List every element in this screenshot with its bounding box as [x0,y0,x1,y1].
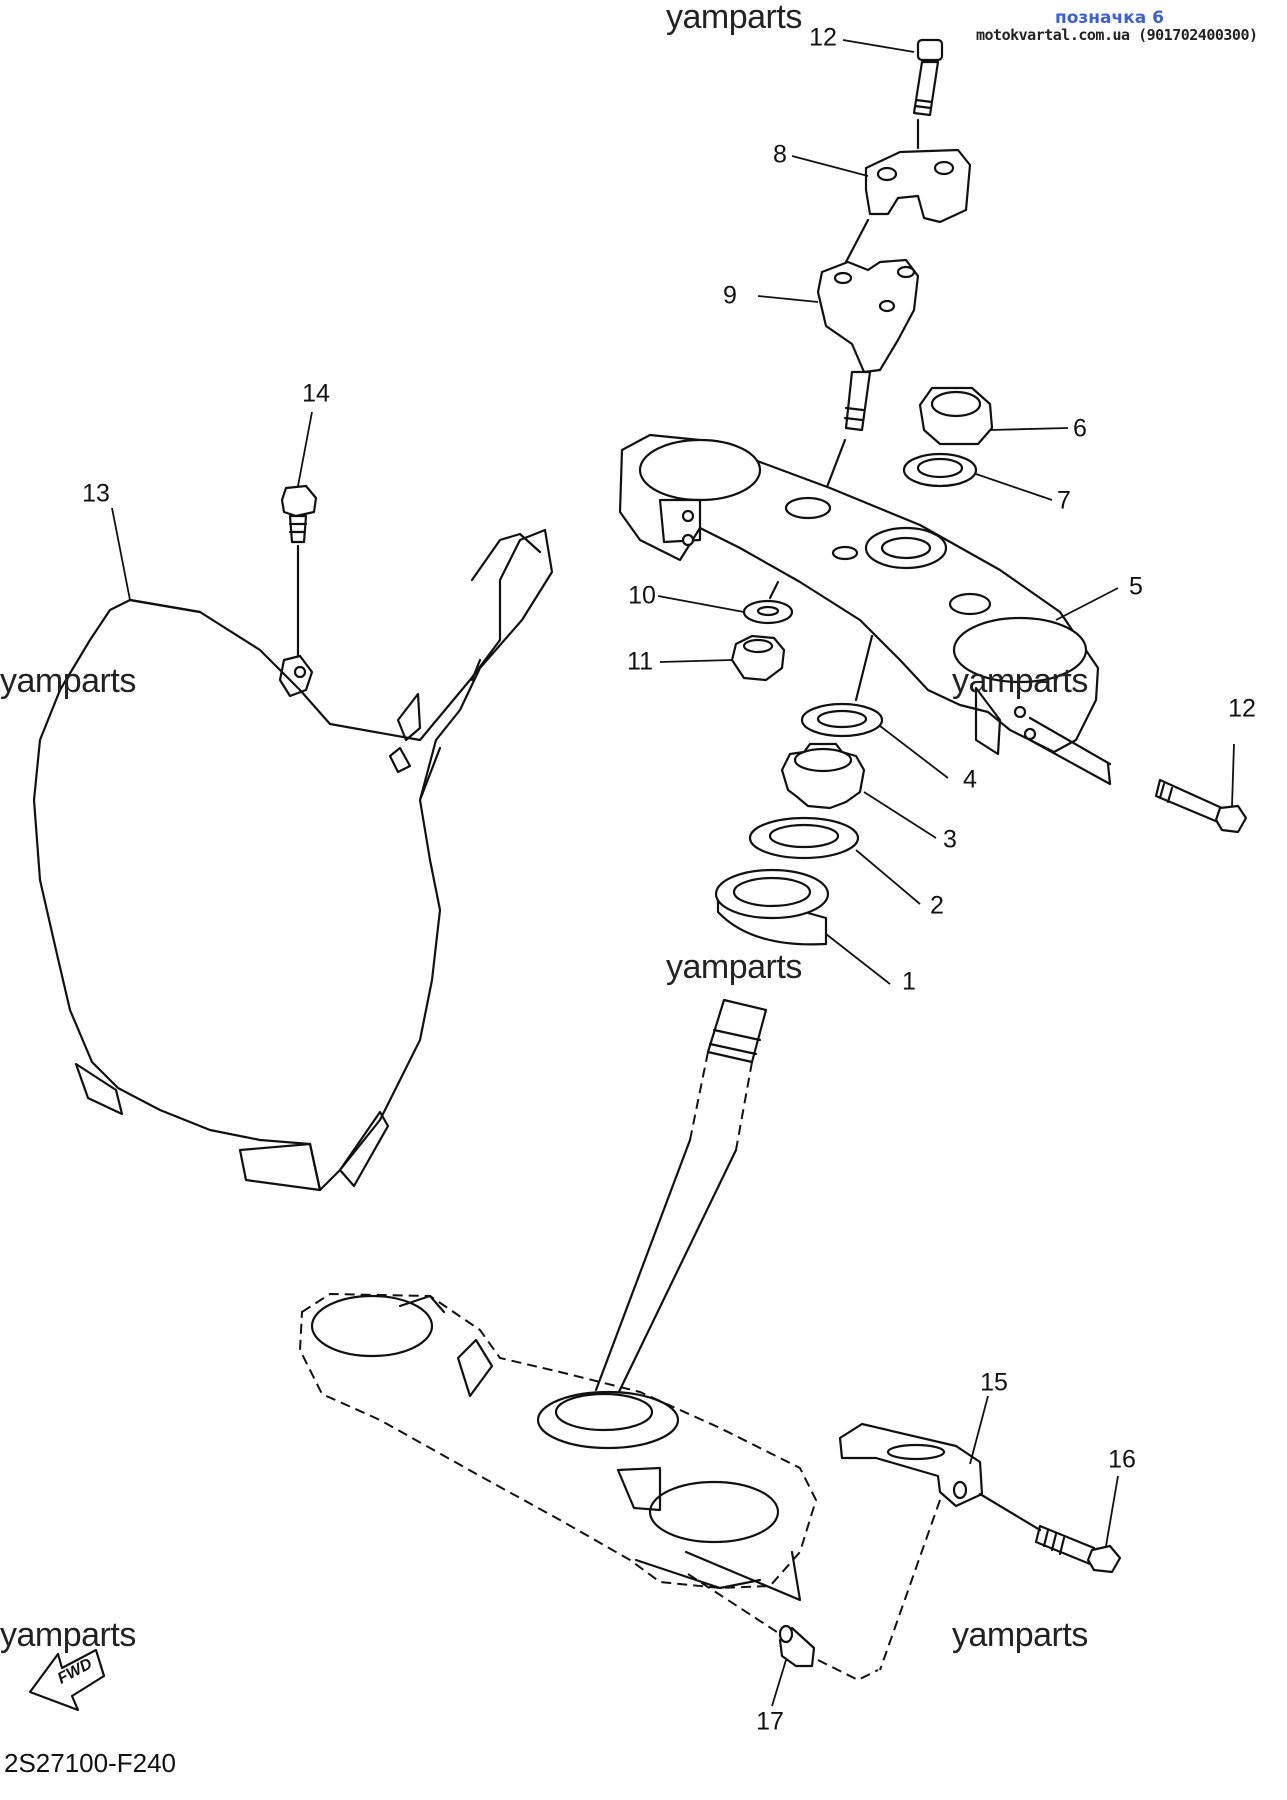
watermark: yamparts [666,0,802,36]
bolt-16 [1034,1524,1122,1574]
callout-4: 4 [963,765,977,794]
callout-11: 11 [627,647,653,676]
header-title: позначка 6 [1055,8,1164,28]
lower-handlebar-holder-9 [816,258,920,432]
washer-2 [748,816,860,860]
upper-handlebar-holder-8 [864,148,972,224]
watermark: yamparts [0,662,136,700]
washer-7 [902,452,978,488]
callout-5: 5 [1129,572,1143,601]
callout-9: 9 [723,281,737,310]
watermark: yamparts [666,948,802,986]
callout-13: 13 [82,479,110,508]
callout-8: 8 [773,140,787,169]
callout-14: 14 [302,379,330,408]
steering-stem [536,998,768,1450]
under-bracket [298,1292,818,1602]
callout-17: 17 [756,1707,784,1736]
bolt-12-right [1154,778,1248,834]
watermark: yamparts [952,1616,1088,1654]
washer-10 [742,599,794,625]
callout-6: 6 [1073,414,1087,443]
bearing-1 [714,868,830,946]
callout-3: 3 [943,825,957,854]
callout-16: 16 [1108,1445,1136,1474]
number-plate-13 [32,528,554,1192]
callout-7: 7 [1057,486,1071,515]
callout-12-top: 12 [809,23,837,52]
upper-bracket-5 [618,433,1100,756]
header-source: motokvartal.com.ua (901702400300) [976,26,1258,44]
fwd-arrow-icon [28,1648,106,1712]
callout-1: 1 [902,967,916,996]
watermark: yamparts [0,1616,136,1654]
ring-nut-3 [780,742,866,810]
watermark: yamparts [952,662,1088,700]
bolt-14 [280,484,318,544]
bolt-12-top [912,38,944,117]
callout-10: 10 [628,581,656,610]
drawing-code: 2S27100-F240 [4,1748,177,1778]
clamp-15 [838,1422,984,1508]
callout-12-right: 12 [1228,694,1256,723]
nut-6 [918,386,994,446]
leader-lines [111,39,1235,1707]
bolt-17 [778,1624,816,1668]
washer-4 [800,702,884,738]
callout-2: 2 [930,891,944,920]
nut-11 [730,634,786,682]
callout-15: 15 [980,1368,1008,1397]
